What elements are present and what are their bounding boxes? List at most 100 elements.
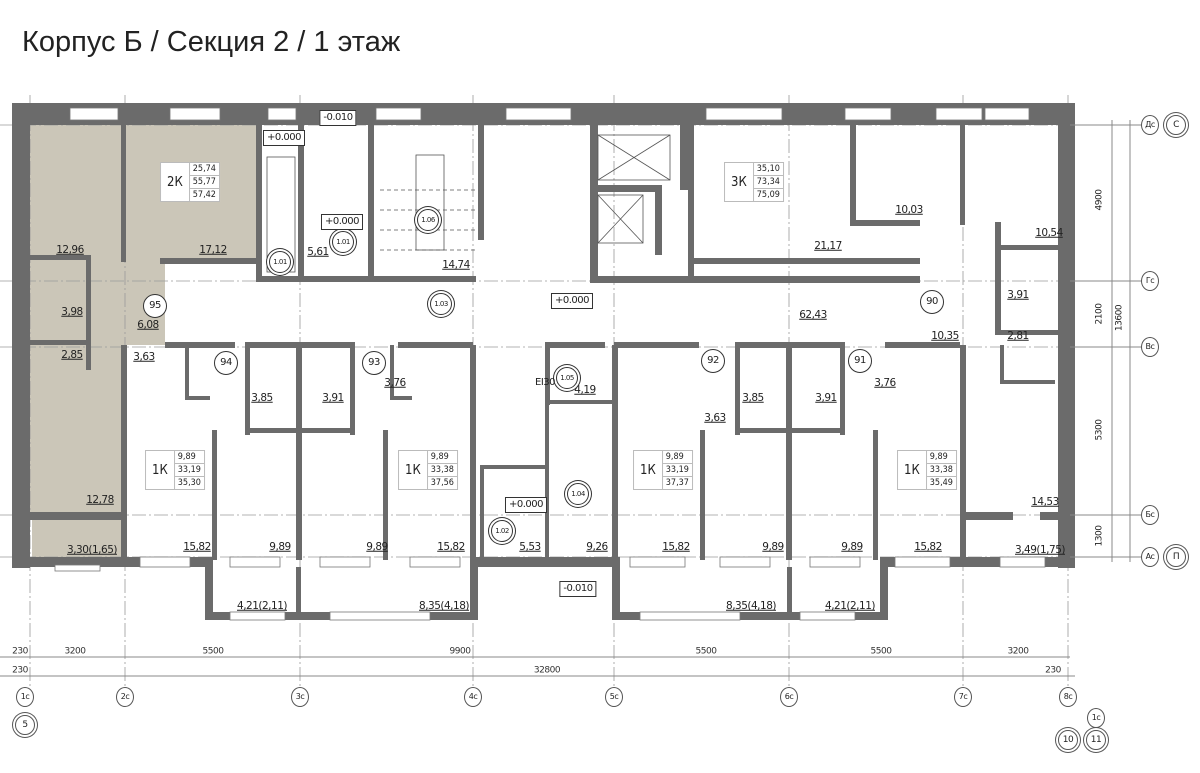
dimension-label: 2100 <box>1094 303 1105 325</box>
room-area-label: 6,08 <box>137 318 159 331</box>
dimension-label: 1300 <box>1094 525 1105 547</box>
apartment-area-value: 25,74 <box>189 163 219 176</box>
grid-axis-marker: 10 <box>1058 730 1078 750</box>
apartment-type: 1К <box>399 451 428 489</box>
apartment-type: 1К <box>146 451 175 489</box>
room-area-label: 14,74 <box>442 258 470 271</box>
highlighted-balcony <box>32 520 123 560</box>
apartment-number: 93 <box>362 351 386 375</box>
grid-axis-marker: 7с <box>954 687 972 707</box>
room-area-label: 15,82 <box>437 540 465 553</box>
grid-axis-marker: Бс <box>1141 505 1159 525</box>
room-area-label: 9,26 <box>586 540 608 553</box>
room-code: 1.01 <box>269 251 291 273</box>
room-area-label: 3,91 <box>1007 288 1029 301</box>
apartment-area-value: 9,89 <box>427 451 457 464</box>
page-title: Корпус Б / Секция 2 / 1 этаж <box>22 26 401 58</box>
room-area-label: 9,89 <box>366 540 388 553</box>
room-code: 1.02 <box>491 520 513 542</box>
grid-axis-marker: Гс <box>1141 271 1159 291</box>
grid-axis-marker: 3с <box>291 687 309 707</box>
grid-axis-marker: 8с <box>1059 687 1077 707</box>
apartment-number: 94 <box>214 351 238 375</box>
apartment-type: 3К <box>725 163 754 201</box>
dimension-label: 5500 <box>870 646 892 657</box>
room-area-label: 9,89 <box>762 540 784 553</box>
room-area-label: 2,81 <box>1007 329 1029 342</box>
room-area-label: 3,85 <box>251 391 273 404</box>
dimension-label: 13600 <box>1114 304 1125 332</box>
elevators-and-stairs <box>266 134 671 273</box>
dimension-label: 5500 <box>695 646 717 657</box>
apartment-area-value: 33,19 <box>174 464 204 477</box>
room-area-label: 12,96 <box>56 243 84 256</box>
apartment-area-value: 37,56 <box>430 478 454 488</box>
apartment-area-value: 9,89 <box>174 451 204 464</box>
room-code: 1.06 <box>417 209 439 231</box>
room-area-label: 9,89 <box>841 540 863 553</box>
apartment-area-value: 75,09 <box>756 190 780 200</box>
apartment-area-value: 9,89 <box>662 451 692 464</box>
dimension-label: 5300 <box>1094 419 1105 441</box>
grid-axis-marker: 1с <box>16 687 34 707</box>
apartment-area-value: 57,42 <box>192 190 216 200</box>
room-area-label: 3,30(1,65) <box>67 543 117 556</box>
room-area-label: 12,78 <box>86 493 114 506</box>
apartment-area-value: 33,19 <box>662 464 692 477</box>
room-area-label: 3,63 <box>133 350 155 363</box>
grid-axis-marker: Вс <box>1141 337 1159 357</box>
apartment-number: 92 <box>701 349 725 373</box>
room-area-label: 15,82 <box>914 540 942 553</box>
apartment-area-value: 35,30 <box>177 478 201 488</box>
apartment-number: 90 <box>920 290 944 314</box>
apartment-area-value: 33,38 <box>427 464 457 477</box>
room-area-label: 62,43 <box>799 308 827 321</box>
grid-axis-marker: 6с <box>780 687 798 707</box>
elevation-mark: -0.010 <box>319 110 357 126</box>
room-area-label: 8,35(4,18) <box>726 599 776 612</box>
room-area-label: 3,85 <box>742 391 764 404</box>
room-area-label: 14,53 <box>1031 495 1059 508</box>
room-area-label: 10,54 <box>1035 226 1063 239</box>
walls <box>12 103 1075 620</box>
grid-axis-marker: Ас <box>1141 547 1159 567</box>
grid-axis-marker: Дс <box>1141 115 1159 135</box>
room-area-label: 3,98 <box>61 305 83 318</box>
grid-axis-marker: 1с <box>1087 708 1105 728</box>
fire-rating-label: EI30 <box>535 377 556 388</box>
room-area-label: 9,89 <box>269 540 291 553</box>
room-area-label: 15,82 <box>183 540 211 553</box>
room-area-label: 3,76 <box>384 376 406 389</box>
room-area-label: 3,91 <box>815 391 837 404</box>
room-area-label: 3,49(1,75) <box>1015 543 1065 556</box>
dimension-label: 3200 <box>1007 646 1029 657</box>
room-area-label: 17,12 <box>199 243 227 256</box>
grid-axis-marker: 4с <box>464 687 482 707</box>
apartment-area-value: 73,34 <box>753 176 783 189</box>
windows <box>54 107 1046 621</box>
room-code: 1.01 <box>332 231 354 253</box>
elevation-mark: -0.010 <box>559 581 597 597</box>
highlighted-apartment-95 <box>30 125 262 515</box>
elevation-mark: +0.000 <box>504 497 548 513</box>
apartment-type: 2К <box>161 163 190 201</box>
apartment-area-value: 37,37 <box>665 478 689 488</box>
room-area-label: 3,91 <box>322 391 344 404</box>
elevation-mark: +0.000 <box>262 130 306 146</box>
room-area-label: 4,19 <box>574 383 596 396</box>
room-area-label: 10,35 <box>931 329 959 342</box>
grid-axis-marker: 11 <box>1086 730 1106 750</box>
dimension-label: 9900 <box>449 646 471 657</box>
dimension-label: 230 <box>12 646 28 657</box>
grid-axis-marker: П <box>1166 547 1186 567</box>
dimension-label: 32800 <box>533 665 561 676</box>
